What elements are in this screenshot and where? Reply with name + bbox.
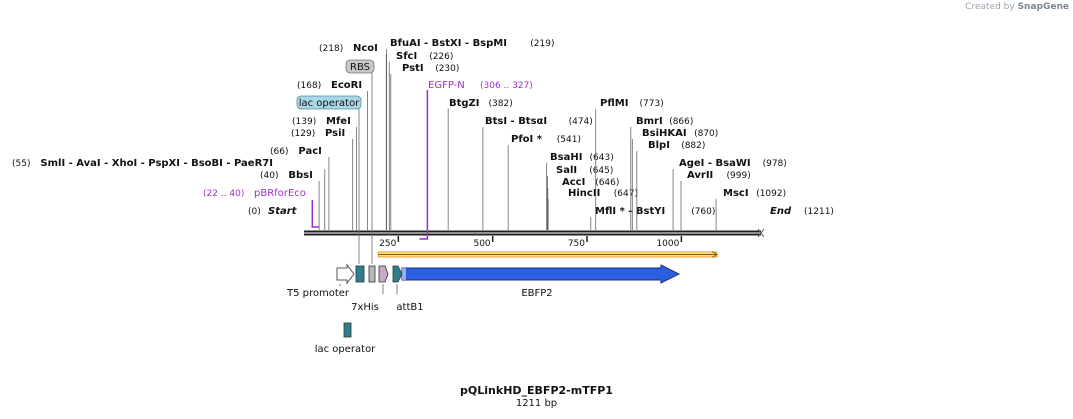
- site-psii-pos: (129): [291, 129, 315, 139]
- primer-pbrforeco-mark: [311, 200, 320, 228]
- site-bmri-pos: (866): [669, 117, 693, 127]
- orf-arrowhead: [711, 251, 718, 258]
- site-paci-name: PacI: [298, 146, 321, 157]
- site-blpi-name: BlpI: [648, 140, 670, 151]
- site-bsihkai-name: BsiHKAI: [642, 128, 687, 139]
- site-mfei-pos: (139): [292, 117, 316, 127]
- snapgene-brand: SnapGene: [1017, 2, 1069, 12]
- feature-lac-operator-1-shape: [355, 265, 365, 283]
- site-psii-name: PsiI: [325, 128, 345, 139]
- site-ncoi-pos: (218): [319, 44, 343, 54]
- primer-pbrforeco-name: pBRforEco: [254, 188, 306, 199]
- site-smli-avai-xhoi-pspxi-bsobi-paer7i-name: SmlI - AvaI - XhoI - PspXI - BsoBI - Pae…: [40, 158, 273, 169]
- site-bbsi-name: BbsI: [288, 170, 312, 181]
- site-psti-pos: (230): [435, 64, 459, 74]
- site-agei-bsawi-pos: (978): [763, 159, 787, 169]
- site-acci-name: AccI: [562, 177, 585, 188]
- site-acci-pos: (646): [595, 178, 619, 188]
- primer-egfp-n-range: (306 .. 327): [480, 81, 533, 91]
- primer-pbrforeco-range: (22 .. 40): [203, 189, 244, 199]
- feature-ebfp2-5-hatch: [402, 268, 406, 280]
- feature-t5-promoter-0-shape: [336, 263, 355, 285]
- feature-t5-promoter-0-label: T5 promoter: [286, 288, 350, 299]
- site-smli-avai-xhoi-pspxi-bsobi-paer7i-pos: (55): [12, 159, 30, 169]
- plasmid-size: 1211 bp: [515, 398, 558, 409]
- site-sfci-name: SfcI: [396, 51, 417, 62]
- feature-ebfp2-5-shape: [401, 264, 681, 284]
- site-avrii-pos: (999): [727, 171, 751, 181]
- site-pfoi-pos: (541): [557, 135, 581, 145]
- site-blpi-pos: (882): [681, 141, 705, 151]
- site-sali-pos: (645): [589, 166, 613, 176]
- site-btgzi-name: BtgZI: [449, 98, 480, 109]
- ruler-label-750: 750: [568, 239, 585, 249]
- site-pfoi-name: PfoI *: [511, 134, 543, 145]
- end-start-pos: (0): [248, 207, 261, 217]
- site-bfuai-bstxi-bspmi-pos: (219): [530, 39, 554, 49]
- site-psti-name: PstI: [402, 63, 424, 74]
- site-ecori-name: EcoRI: [331, 80, 362, 91]
- site-msci-name: MscI: [723, 188, 749, 199]
- feature-attb1-4-shape: [392, 265, 403, 283]
- feature-rbs-2-tag: [345, 59, 375, 74]
- plasmid-name: pQLinkHD_EBFP2-mTFP1: [460, 384, 613, 397]
- site-mfli-bstyi-name: MflI * - BstYI: [595, 206, 665, 217]
- site-avrii-name: AvrII: [687, 170, 713, 181]
- feature-attb1-4-label: attB1: [396, 302, 423, 313]
- backbone-break-mark: [757, 228, 765, 238]
- site-btgzi-pos: (382): [489, 99, 513, 109]
- ruler-label-500: 500: [473, 239, 490, 249]
- site-pflmi-name: PflMI: [600, 98, 628, 109]
- site-bsihkai-pos: (870): [694, 129, 718, 139]
- feature-lac-operator-1-tag: [296, 95, 362, 110]
- feature-7xhis-3-label: 7xHis: [351, 302, 379, 313]
- feature-lac-operator-6-shape: [343, 322, 352, 338]
- site-btsi-bts-i-name: BtsI - BtsαI: [485, 116, 547, 127]
- end-start-label: Start: [268, 206, 298, 217]
- primer-egfp-n-name: EGFP-N: [428, 80, 465, 91]
- site-btsi-bts-i-pos: (474): [569, 117, 593, 127]
- feature-lac-operator-1-label: lac operator: [299, 98, 360, 109]
- site-hincii-name: HincII: [568, 188, 600, 199]
- feature-rbs-2-shape: [368, 265, 376, 283]
- site-sali-name: SalI: [556, 165, 577, 176]
- credit: Created by SnapGene: [965, 2, 1069, 12]
- end-end-label: End: [770, 206, 792, 217]
- site-bfuai-bstxi-bspmi-name: BfuAI - BstXI - BspMI: [390, 38, 507, 49]
- site-ecori-pos: (168): [297, 81, 321, 91]
- site-bsahi-name: BsaHI: [550, 152, 582, 163]
- site-mfli-bstyi-pos: (760): [691, 207, 715, 217]
- site-bmri-name: BmrI: [636, 116, 663, 127]
- site-mfei-name: MfeI: [326, 116, 351, 127]
- credit-prefix: Created by: [965, 2, 1015, 12]
- feature-7xhis-3-shape: [378, 265, 389, 283]
- site-sfci-pos: (226): [429, 52, 453, 62]
- feature-ebfp2-5-label: EBFP2: [521, 288, 552, 299]
- ruler-label-250: 250: [379, 239, 396, 249]
- ruler-label-1000: 1000: [656, 239, 679, 249]
- site-msci-pos: (1092): [756, 189, 786, 199]
- site-bsahi-pos: (643): [590, 153, 614, 163]
- site-pflmi-pos: (773): [640, 99, 664, 109]
- site-agei-bsawi-name: AgeI - BsaWI: [679, 158, 751, 169]
- site-hincii-pos: (647): [614, 189, 638, 199]
- site-ncoi-name: NcoI: [353, 43, 378, 54]
- end-end-pos: (1211): [804, 207, 834, 217]
- site-paci-pos: (66): [270, 147, 288, 157]
- primer-egfp-n-mark: [419, 90, 429, 240]
- site-bbsi-pos: (40): [260, 171, 278, 181]
- feature-lac-operator-6-label: lac operator: [315, 344, 376, 355]
- feature-rbs-2-label: RBS: [350, 62, 370, 73]
